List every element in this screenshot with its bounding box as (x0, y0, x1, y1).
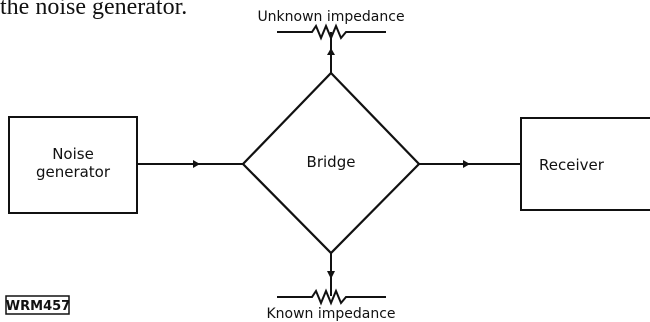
unknown-resistor-icon (277, 23, 386, 41)
figure-code-box (5, 295, 70, 315)
bridge-to-receiver-arrow-icon (463, 160, 470, 168)
bridge-label: Bridge (307, 153, 356, 171)
receiver-box (520, 117, 650, 211)
known-resistor-icon (277, 288, 386, 306)
figure-code-label: WRM457 (6, 299, 70, 314)
noise-generator-label-line2: generator (36, 163, 111, 181)
unknown-connector-arrow-icon (327, 48, 335, 55)
unknown-impedance-label: Unknown impedance (257, 9, 404, 25)
receiver-label: Receiver (539, 156, 605, 174)
known-connector-arrow-icon (327, 271, 335, 279)
known-impedance-label: Known impedance (266, 306, 395, 322)
caption-fragment: the noise generator. (0, 0, 187, 20)
noise-generator-label-line1: Noise (52, 145, 94, 163)
generator-to-bridge-arrow-icon (193, 160, 200, 168)
